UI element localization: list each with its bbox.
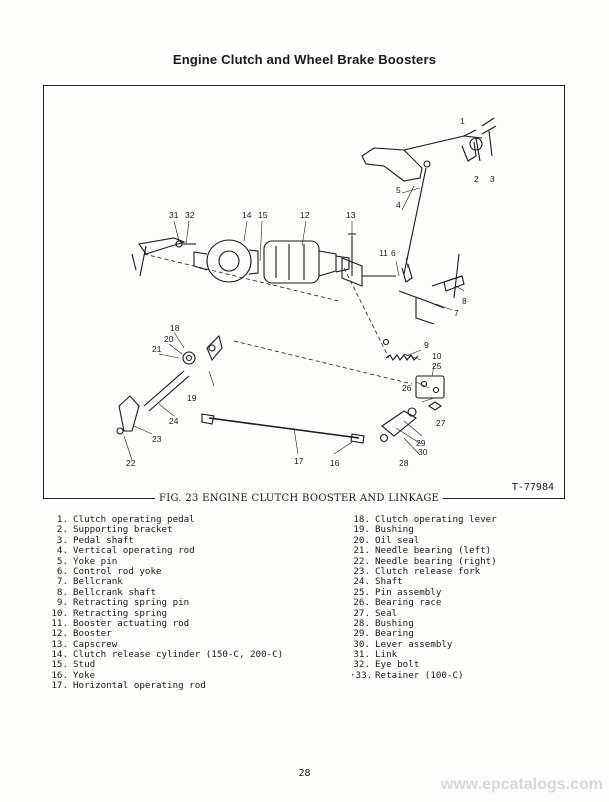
list-item: 31.Link (353, 649, 398, 661)
list-item: 4.Vertical operating rod (56, 545, 195, 557)
list-item: 14.Clutch release cylinder (150-C, 200-C… (51, 649, 284, 661)
list-item: 25.Pin assembly (353, 586, 442, 598)
list-item: 12.Booster (51, 628, 112, 640)
list-item: 8.Bellcrank shaft (56, 586, 156, 598)
callout-14: 14 (242, 210, 252, 220)
page-number: 28 (298, 768, 311, 779)
callout-24: 24 (169, 416, 179, 426)
list-item: 15.Stud (51, 659, 96, 671)
figure-frame: 31 32 14 15 12 13 1 2 3 5 4 11 6 8 7 18 … (43, 85, 565, 499)
list-item: 7.Bellcrank (56, 576, 123, 588)
list-item: 30.Lever assembly (353, 638, 453, 650)
callout-8: 8 (462, 296, 467, 306)
exploded-diagram: 31 32 14 15 12 13 1 2 3 5 4 11 6 8 7 18 … (116, 116, 497, 468)
callout-13: 13 (346, 210, 356, 220)
callout-17: 17 (294, 456, 304, 466)
list-item: 16.Yoke (51, 669, 96, 681)
callout-32: 32 (185, 210, 195, 220)
callout-12: 12 (300, 210, 310, 220)
callout-21: 21 (152, 344, 162, 354)
list-item: 1.Clutch operating pedal (56, 514, 195, 525)
callout-30: 30 (418, 447, 428, 457)
callout-15: 15 (258, 210, 268, 220)
list-item: 26.Bearing race (353, 597, 442, 609)
list-item: 32.Eye bolt (353, 659, 420, 671)
list-item: 11.Booster actuating rod (51, 617, 190, 629)
list-item: 27.Seal (353, 607, 398, 619)
list-item: 19.Bushing (353, 524, 414, 536)
list-item: 20.Oil seal (353, 534, 420, 546)
watermark: www.epcatalogs.com (440, 776, 603, 793)
list-item: 9.Retracting spring pin (56, 597, 190, 609)
callout-4: 4 (396, 200, 401, 210)
parts-list-left: 1.Clutch operating pedal 2.Supporting br… (48, 514, 284, 692)
list-item: ·33.Retainer (100-C) (350, 669, 464, 681)
parts-list-right: 18.Clutch operating lever 19.Bushing 20.… (350, 514, 497, 681)
list-item: 22.Needle bearing (right) (353, 555, 497, 567)
figure-caption: FIG. 23 ENGINE CLUTCH BOOSTER AND LINKAG… (155, 493, 444, 504)
callout-25: 25 (432, 361, 442, 371)
list-item: 10.Retracting spring (51, 607, 168, 619)
callout-27: 27 (436, 418, 446, 428)
list-item: 3.Pedal shaft (56, 534, 134, 546)
callout-7: 7 (454, 308, 459, 318)
callout-20: 20 (164, 334, 174, 344)
list-item: 13.Capscrew (51, 638, 118, 650)
page-title: Engine Clutch and Wheel Brake Boosters (172, 52, 437, 67)
callout-1: 1 (460, 116, 465, 126)
callout-31: 31 (169, 210, 179, 220)
list-item: 5.Yoke pin (56, 555, 118, 567)
list-item: 18.Clutch operating lever (353, 514, 497, 525)
callout-11: 11 (379, 248, 388, 258)
callout-16: 16 (330, 458, 340, 468)
list-item: 6.Control rod yoke (56, 565, 162, 577)
figure-id: T-77984 (509, 482, 556, 493)
callout-9: 9 (424, 340, 429, 350)
callout-26: 26 (402, 383, 412, 393)
callout-2: 2 (474, 174, 479, 184)
callout-6: 6 (391, 248, 396, 258)
list-item: 21.Needle bearing (left) (353, 545, 492, 557)
callout-29: 29 (416, 438, 426, 448)
list-item: 29.Bearing (353, 628, 414, 640)
callout-28: 28 (399, 458, 409, 468)
list-item: 28.Bushing (353, 617, 414, 629)
callout-5: 5 (396, 185, 401, 195)
list-item: 23.Clutch release fork (353, 565, 481, 577)
callout-3: 3 (490, 174, 495, 184)
callout-23: 23 (152, 434, 162, 444)
callout-10: 10 (432, 351, 442, 361)
list-item: 24.Shaft (353, 576, 403, 588)
list-item: 2.Supporting bracket (56, 524, 173, 536)
callout-18: 18 (170, 323, 180, 333)
list-item: 17.Horizontal operating rod (51, 680, 206, 692)
callout-19: 19 (187, 393, 197, 403)
callout-22: 22 (126, 458, 136, 468)
